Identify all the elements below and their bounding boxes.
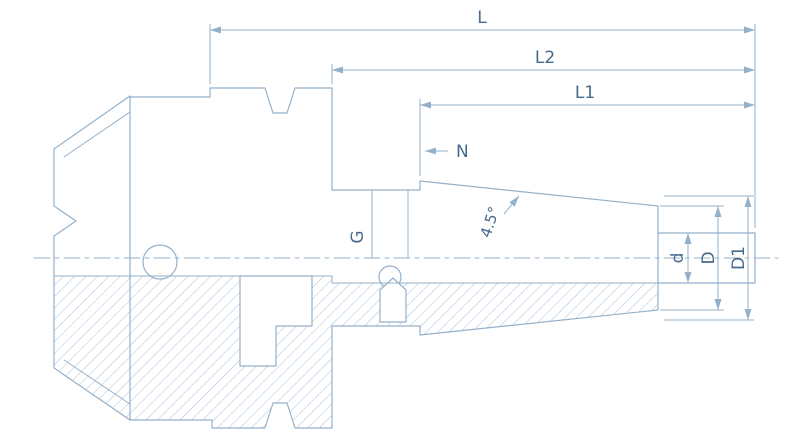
shank-inner-walls — [63, 111, 131, 405]
dim-label-d: d — [668, 253, 688, 264]
dimension-lines — [209, 24, 756, 321]
section-hatching — [54, 276, 658, 428]
dim-label-L2: L2 — [535, 48, 555, 68]
body-lower-profile — [331, 309, 659, 336]
shank-outline — [53, 95, 131, 421]
dim-label-L1: L1 — [575, 83, 595, 103]
flange-side-hole — [142, 244, 178, 280]
dimension-labels: L L2 L1 N G 4.5° d D D1 — [348, 8, 749, 270]
dim-label-N: N — [456, 142, 469, 162]
dim-label-angle: 4.5° — [477, 204, 504, 239]
flange-bottom-profile — [129, 325, 333, 429]
dim-label-G: G — [348, 230, 368, 243]
dim-label-D1: D1 — [729, 246, 749, 270]
flange-top-profile — [129, 87, 333, 191]
linework — [33, 87, 779, 429]
thread-bore-edges — [371, 189, 409, 259]
dim-label-D: D — [699, 251, 719, 264]
leader-line-angle — [503, 195, 520, 215]
coolant-thread-feature — [379, 277, 407, 323]
dim-label-L: L — [477, 8, 487, 28]
bore-walls — [53, 275, 659, 284]
extension-lines — [209, 24, 756, 321]
